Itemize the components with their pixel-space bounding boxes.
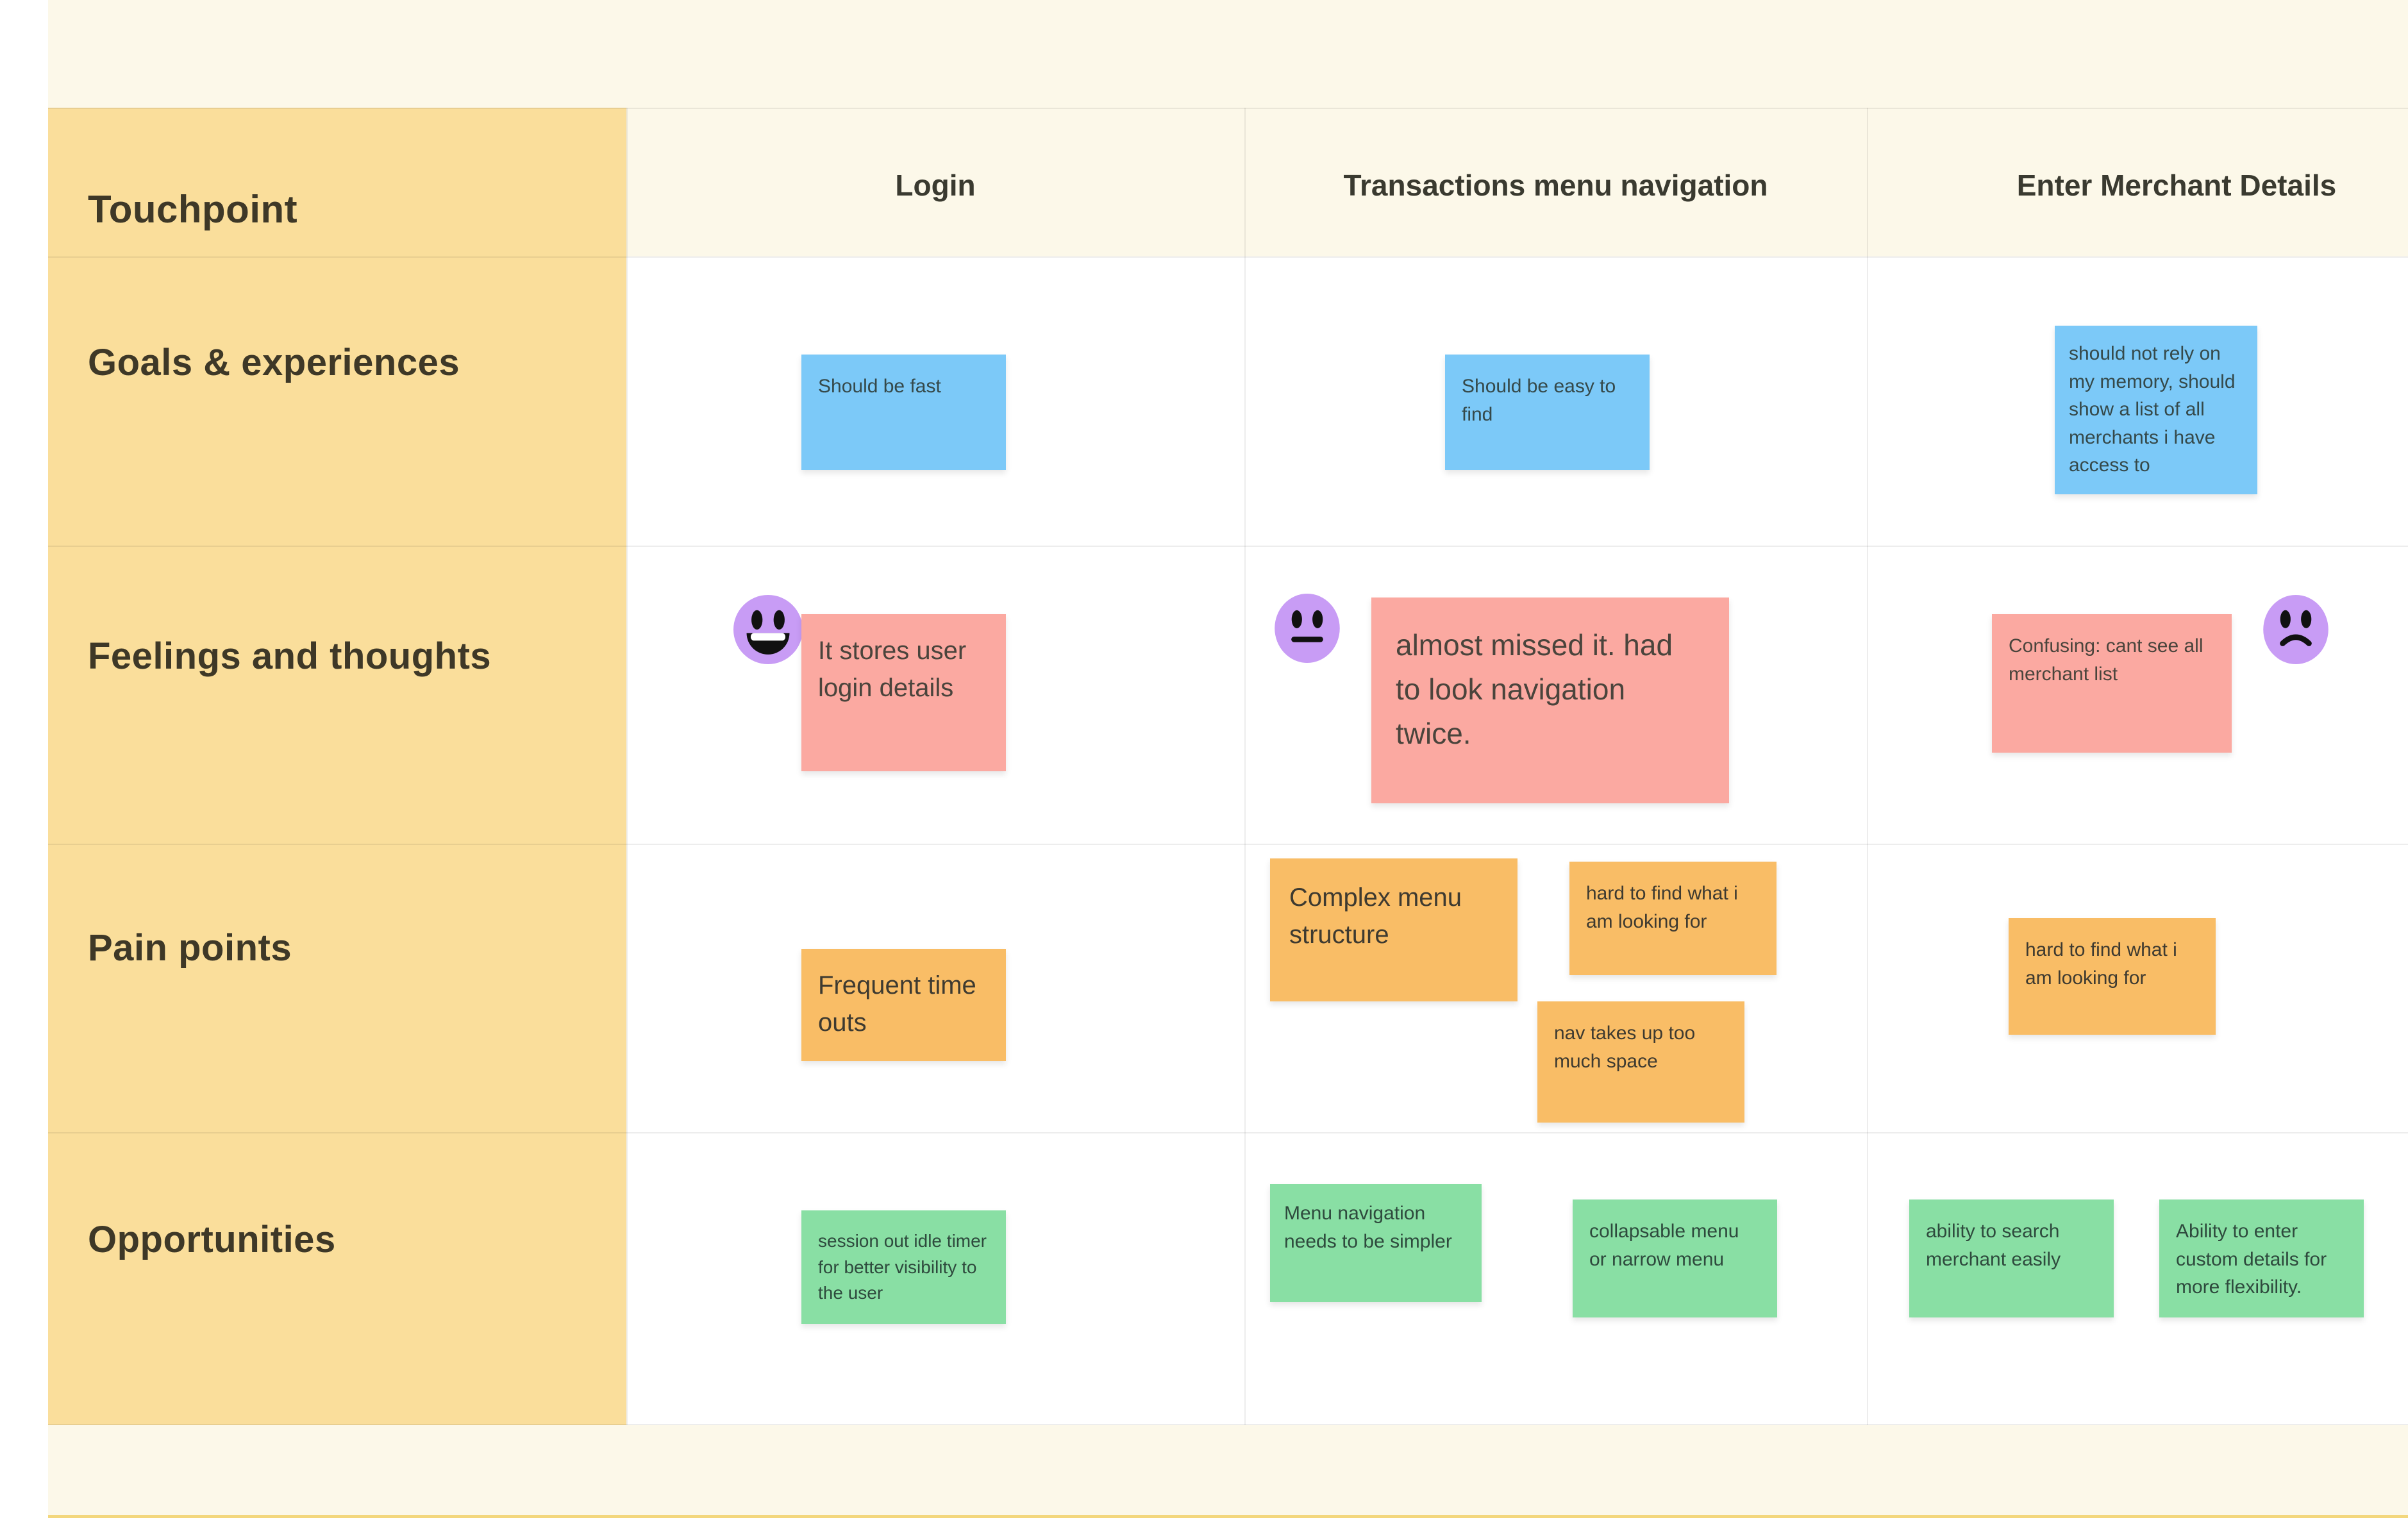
sticky-note[interactable]: hard to find what i am looking for <box>2009 918 2216 1035</box>
sticky-note[interactable]: nav takes up too much space <box>1537 1001 1744 1123</box>
column-divider <box>1244 108 1246 1425</box>
row-label-feelings: Feelings and thoughts <box>88 635 492 677</box>
sticky-note[interactable]: Complex menu structure <box>1270 858 1518 1001</box>
column-divider <box>626 108 628 1425</box>
row-label-column <box>48 108 626 1425</box>
sad-face-icon[interactable] <box>2261 595 2330 664</box>
column-header-login: Login <box>895 169 976 202</box>
happy-face-icon[interactable] <box>733 595 803 664</box>
row-label-pain-points: Pain points <box>88 927 292 969</box>
row-divider <box>48 844 2408 845</box>
sticky-note[interactable]: Confusing: cant see all merchant list <box>1992 614 2232 753</box>
sticky-note[interactable]: It stores user login details <box>801 614 1006 771</box>
sticky-note[interactable]: session out idle timer for better visibi… <box>801 1210 1006 1324</box>
sticky-note[interactable]: Should be fast <box>801 355 1006 470</box>
sticky-note[interactable]: Should be easy to find <box>1445 355 1650 470</box>
column-header-merchant: Enter Merchant Details <box>2016 169 2337 202</box>
row-label-opportunities: Opportunities <box>88 1219 336 1260</box>
sticky-note[interactable]: Ability to enter custom details for more… <box>2159 1199 2364 1317</box>
board-bottom-edge <box>48 1515 2408 1518</box>
sticky-note[interactable]: ability to search merchant easily <box>1909 1199 2114 1317</box>
row-divider <box>48 1132 2408 1133</box>
sticky-note[interactable]: Frequent time outs <box>801 949 1006 1061</box>
neutral-face-icon[interactable] <box>1273 594 1342 663</box>
column-header-transactions: Transactions menu navigation <box>1343 169 1768 202</box>
column-divider <box>1867 108 1868 1425</box>
row-label-goals: Goals & experiences <box>88 342 460 383</box>
corner-header-touchpoint: Touchpoint <box>88 188 298 231</box>
sticky-note[interactable]: collapsable menu or narrow menu <box>1573 1199 1777 1317</box>
table-bottom-border <box>48 1424 2408 1425</box>
sticky-note[interactable]: should not rely on my memory, should sho… <box>2055 326 2257 494</box>
sticky-note[interactable]: hard to find what i am looking for <box>1569 862 1777 975</box>
table-top-border <box>48 108 2408 109</box>
row-divider <box>48 546 2408 547</box>
sticky-note[interactable]: almost missed it. had to look navigation… <box>1371 598 1729 803</box>
sticky-note[interactable]: Menu navigation needs to be simpler <box>1270 1184 1482 1302</box>
row-divider <box>48 256 2408 258</box>
